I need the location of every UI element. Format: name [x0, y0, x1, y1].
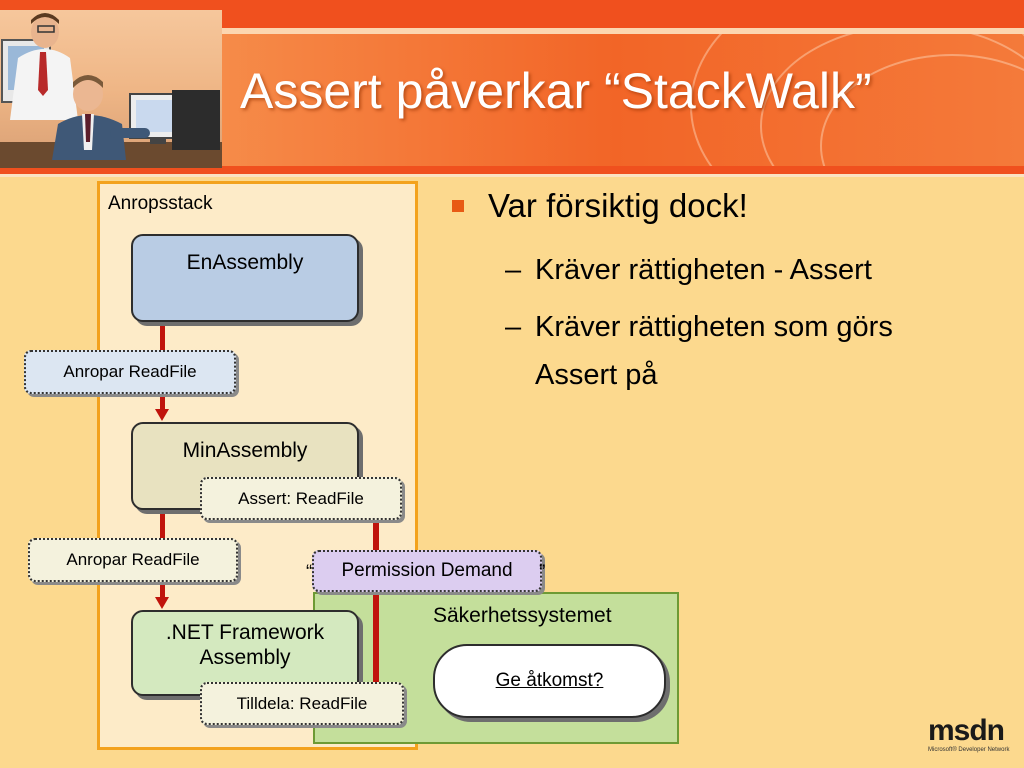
msdn-logo-word: msdn [928, 714, 1005, 747]
sub-bullet-1: –Kräver rättigheten - Assert [505, 246, 872, 294]
framework-assembly-line1: .NET Framework [165, 621, 325, 644]
callout-calls-readfile-lower-label: Anropar ReadFile [66, 550, 200, 569]
assembly-en-assembly-label: EnAssembly [186, 251, 304, 274]
permission-demand-close-quote: ” [539, 562, 546, 583]
callout-assert-readfile: Assert: ReadFile [200, 477, 402, 520]
header-bottom-highlight [0, 174, 1024, 177]
bullet-main-text: Var försiktig dock! [488, 187, 748, 224]
permission-demand-label: Permission Demand [341, 560, 513, 581]
msdn-logo-tagline: Microsoft® Developer Network [928, 747, 1010, 753]
callout-grant-readfile: Tilldela: ReadFile [200, 682, 404, 725]
grant-access-button[interactable]: Ge åtkomst? [433, 644, 666, 718]
connector-assert-to-demand [373, 520, 379, 552]
sub-bullet-2: –Kräver rättigheten som görs Assert på [505, 303, 893, 399]
bullet-square-icon [452, 200, 464, 212]
sub-bullet-1-text: Kräver rättigheten - Assert [535, 254, 872, 286]
arrowhead-to-middle-assembly [155, 409, 169, 421]
security-system-label: Säkerhetssystemet [433, 604, 612, 627]
sub-bullet-1-dash: – [505, 254, 522, 286]
callout-calls-readfile-upper-label: Anropar ReadFile [63, 362, 197, 381]
call-stack-label: Anropsstack [108, 193, 213, 214]
msdn-logo: msdn Microsoft® Developer Network [928, 716, 1012, 756]
permission-demand-open-quote: “ [306, 562, 313, 583]
header-top-stripe-highlight [0, 28, 1024, 34]
sub-bullet-2-dash: – [505, 311, 522, 343]
assembly-min-assembly-label: MinAssembly [182, 439, 308, 462]
assembly-en-assembly: EnAssembly [131, 234, 359, 322]
grant-access-button-label: Ge åtkomst? [495, 670, 604, 691]
header-bottom-stripe [0, 166, 1024, 174]
framework-assembly-line2: Assembly [199, 646, 291, 670]
callout-permission-demand: Permission Demand [312, 550, 542, 592]
sub-bullet-2-line2: Assert på [535, 359, 658, 391]
sub-bullet-2-line1: Kräver rättigheten som görs [535, 311, 893, 343]
slide-title: Assert påverkar “StackWalk” [240, 63, 872, 119]
callout-calls-readfile-lower: Anropar ReadFile [28, 538, 238, 582]
assembly-min-assembly: MinAssembly [131, 422, 359, 510]
header-photo [0, 10, 222, 168]
people-at-computers-illustration [0, 13, 222, 168]
callout-assert-readfile-label: Assert: ReadFile [238, 489, 364, 508]
connector-demand-to-grant [373, 592, 379, 682]
callout-calls-readfile-upper: Anropar ReadFile [24, 350, 236, 394]
callout-grant-readfile-label: Tilldela: ReadFile [236, 694, 368, 713]
arrowhead-to-framework-assembly [155, 597, 169, 609]
